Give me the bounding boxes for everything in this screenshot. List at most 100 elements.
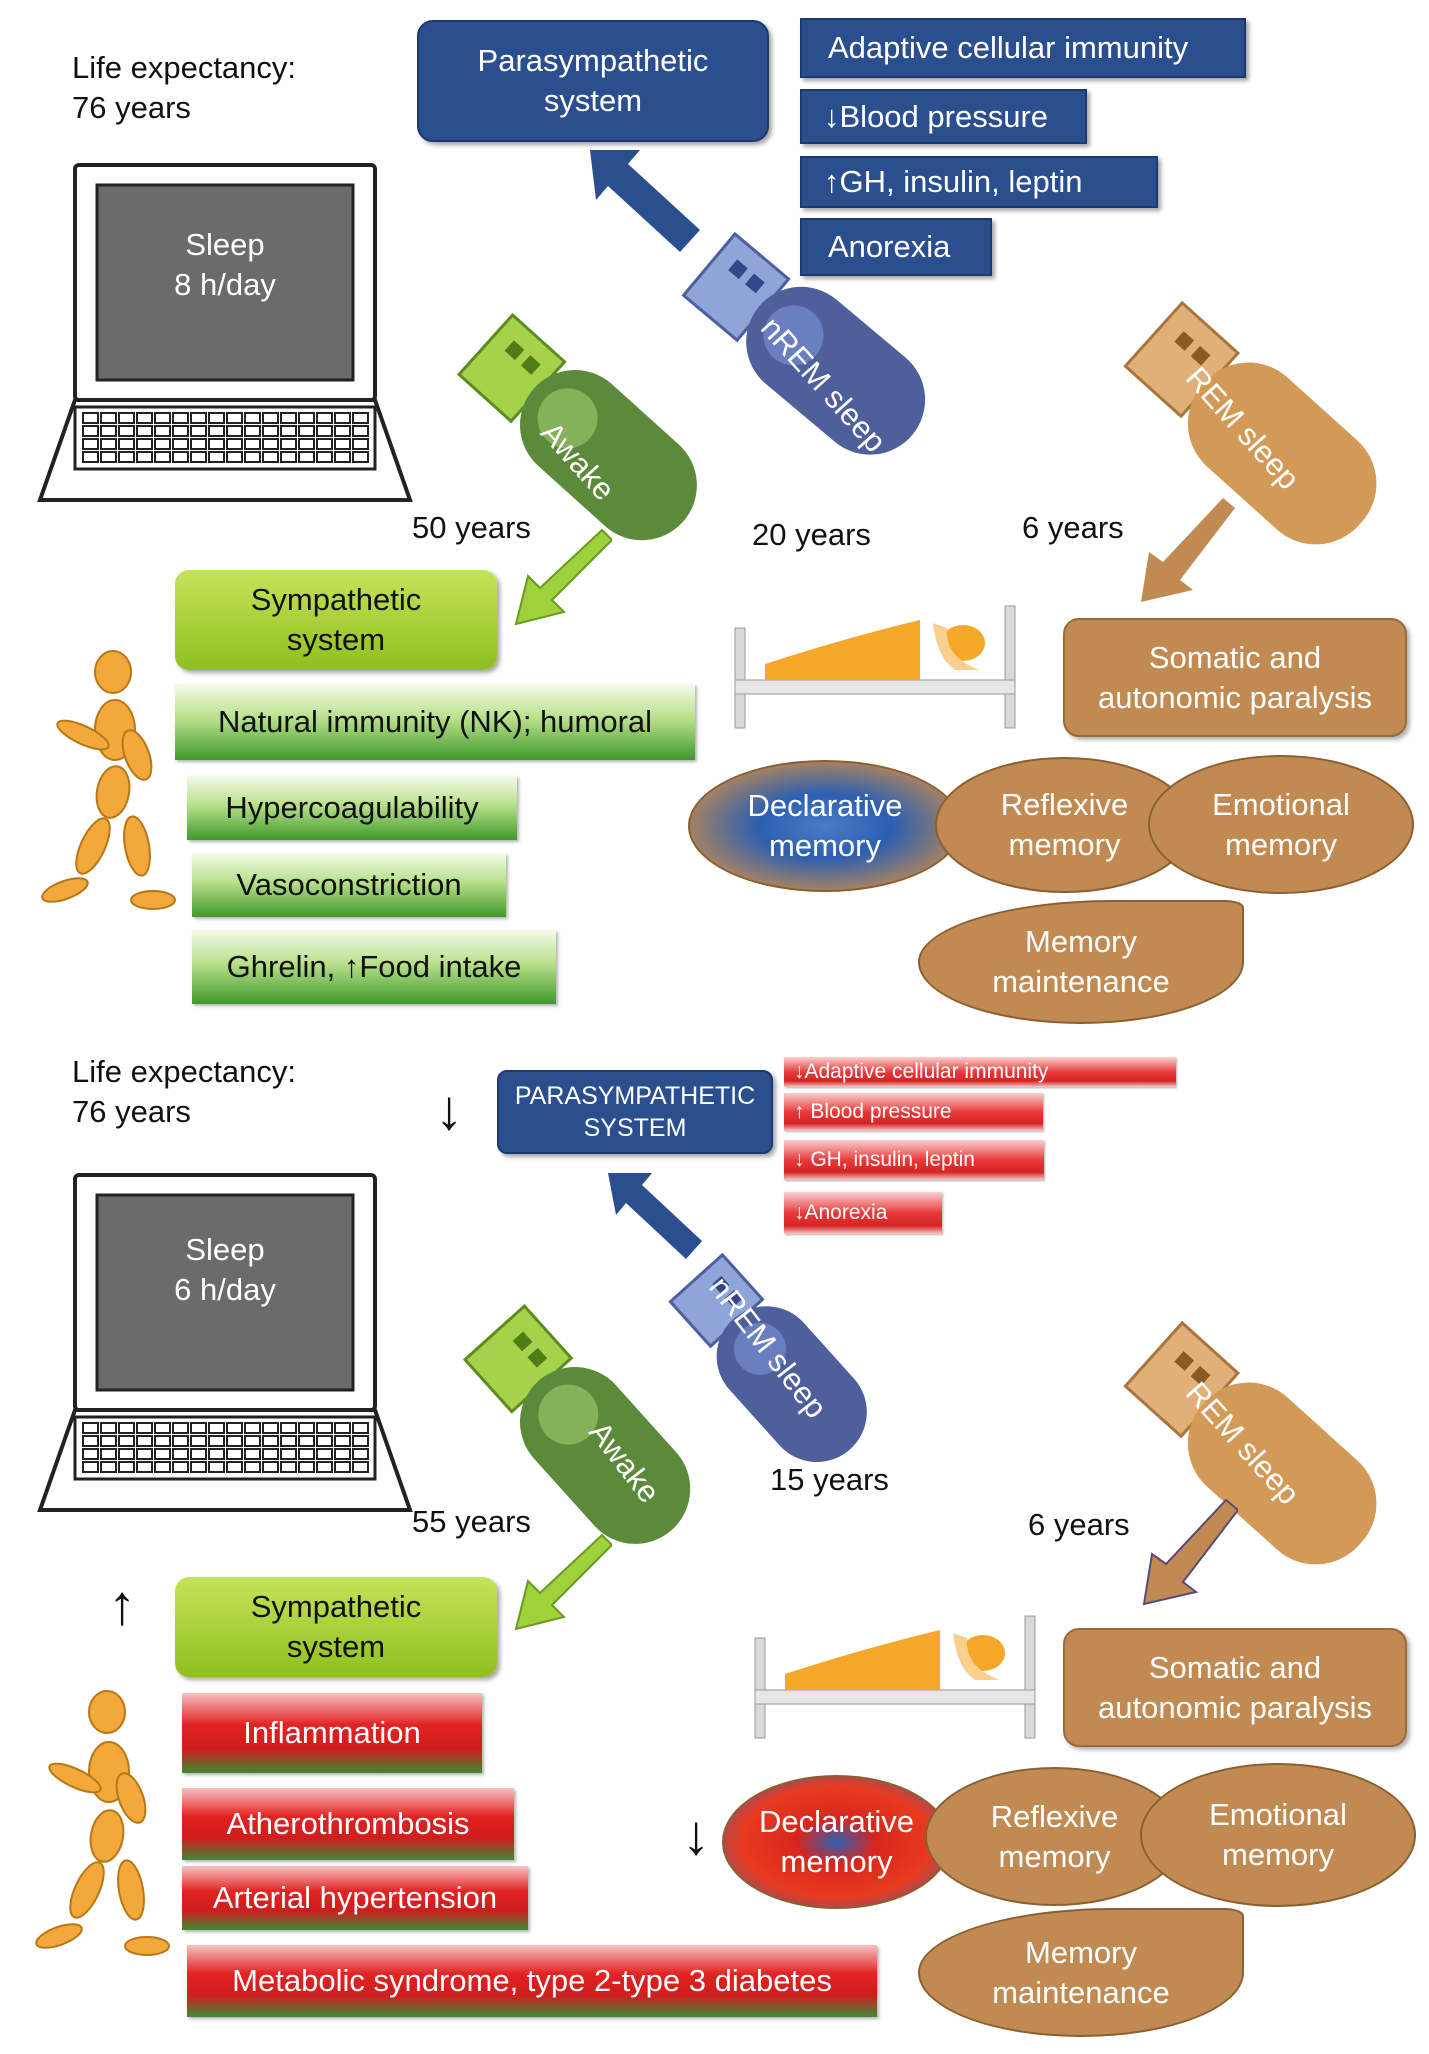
- keyboard-key: [298, 1435, 315, 1447]
- keyboard-key: [244, 1422, 261, 1434]
- maintenance-line1: Memory: [1025, 924, 1137, 959]
- bottom-reflexive-memory: Reflexive memory: [925, 1767, 1184, 1906]
- paralysis-line2: autonomic paralysis: [1098, 1689, 1372, 1725]
- keyboard-key: [100, 412, 117, 424]
- keyboard-key: [100, 451, 117, 463]
- keyboard-key: [316, 438, 333, 450]
- paralysis-line1: Somatic and: [1148, 639, 1322, 675]
- keyboard-key: [316, 412, 333, 424]
- keyboard-key: [226, 1461, 243, 1473]
- bottom-memory-down-arrow: ↓: [682, 1803, 710, 1866]
- bottom-rem-usb-icon: [1123, 1320, 1377, 1565]
- bottom-emotional-memory: Emotional memory: [1140, 1763, 1416, 1907]
- keyboard-key: [262, 425, 279, 437]
- top-rem-years: 6 years: [1022, 510, 1124, 545]
- keyboard-key: [172, 1448, 189, 1460]
- top-emotional-memory: Emotional memory: [1148, 755, 1414, 894]
- top-effect-gh: ↑GH, insulin, leptin: [800, 156, 1158, 208]
- keyboard-key: [262, 1435, 279, 1447]
- emotional-line2: memory: [1225, 826, 1337, 862]
- keyboard-key: [352, 1422, 369, 1434]
- keyboard-key: [172, 1435, 189, 1447]
- keyboard-key: [262, 438, 279, 450]
- bottom-awake-arrow-icon: [514, 1533, 612, 1631]
- bottom-effect-bp: ↑ Blood pressure: [784, 1093, 1043, 1131]
- keyboard-key: [208, 1422, 225, 1434]
- keyboard-key: [208, 425, 225, 437]
- keyboard-key: [280, 1422, 297, 1434]
- bottom-effect-anorexia: ↓Anorexia: [784, 1192, 942, 1234]
- reflexive-line1: Reflexive: [1000, 787, 1129, 822]
- sleep-title: Sleep: [185, 227, 265, 262]
- keyboard-key: [82, 451, 99, 463]
- keyboard-key: [118, 438, 135, 450]
- top-rem-usb-icon: [1123, 300, 1377, 545]
- keyboard-key: [244, 425, 261, 437]
- keyboard-key: [226, 412, 243, 424]
- life-expectancy-value: 76 years: [72, 1094, 191, 1129]
- declarative-line2: memory: [769, 828, 881, 863]
- declarative-line1: Declarative: [758, 1804, 915, 1839]
- top-awake-effect-immunity: Natural immunity (NK); humoral: [175, 684, 695, 760]
- keyboard-key: [82, 425, 99, 437]
- keyboard-key: [190, 438, 207, 450]
- keyboard-key: [100, 1435, 117, 1447]
- keyboard-key: [82, 1448, 99, 1460]
- top-awake-usb-icon: [456, 312, 697, 541]
- keyboard-key: [154, 1461, 171, 1473]
- sleep-hours: 8 h/day: [174, 267, 276, 302]
- keyboard-key: [244, 412, 261, 424]
- bottom-life-expectancy: Life expectancy: 76 years: [72, 1052, 296, 1132]
- bottom-nrem-years: 15 years: [770, 1462, 889, 1497]
- keyboard-key: [208, 451, 225, 463]
- keyboard-key: [172, 1422, 189, 1434]
- bottom-awake-usb-icon: [462, 1303, 691, 1544]
- reflexive-line2: memory: [998, 1838, 1111, 1874]
- keyboard-key: [136, 1461, 153, 1473]
- keyboard-key: [136, 1435, 153, 1447]
- top-memory-maintenance: Memory maintenance: [918, 900, 1244, 1024]
- top-reflexive-memory: Reflexive memory: [935, 757, 1194, 893]
- keyboard-key: [118, 412, 135, 424]
- bottom-parasympathetic-box: PARASYMPATHETIC SYSTEM: [497, 1070, 773, 1154]
- sympathetic-line2: system: [286, 622, 386, 657]
- keyboard-key: [298, 451, 315, 463]
- keyboard-key: [226, 1435, 243, 1447]
- top-effect-immunity: Adaptive cellular immunity: [800, 18, 1246, 78]
- emotional-line1: Emotional: [1209, 1797, 1347, 1832]
- top-effect-anorexia: Anorexia: [800, 218, 992, 276]
- keyboard-key: [82, 1422, 99, 1434]
- keyboard-key: [136, 438, 153, 450]
- keyboard-key: [280, 451, 297, 463]
- keyboard-key: [226, 1422, 243, 1434]
- life-expectancy-value: 76 years: [72, 90, 191, 125]
- keyboard-key: [298, 412, 315, 424]
- keyboard-key: [136, 1448, 153, 1460]
- keyboard-key: [154, 1435, 171, 1447]
- keyboard-key: [208, 412, 225, 424]
- keyboard-key: [172, 1461, 189, 1473]
- keyboard-key: [118, 1435, 135, 1447]
- top-awake-arrow-icon: [514, 528, 612, 626]
- keyboard-key: [280, 412, 297, 424]
- bottom-effect-gh: ↓ GH, insulin, leptin: [784, 1140, 1044, 1180]
- top-awake-effect-ghrelin: Ghrelin, ↑Food intake: [192, 930, 556, 1004]
- reflexive-line1: Reflexive: [990, 1798, 1119, 1834]
- keyboard-key: [316, 451, 333, 463]
- bottom-memory-maintenance: Memory maintenance: [918, 1908, 1244, 2037]
- keyboard-key: [190, 1422, 207, 1434]
- bottom-laptop-icon: [37, 1173, 413, 1512]
- keyboard-key: [262, 1422, 279, 1434]
- parasympathetic-line2: system: [543, 83, 643, 118]
- keyboard-key: [118, 1461, 135, 1473]
- maintenance-line2: maintenance: [992, 1974, 1170, 2010]
- paralysis-line1: Somatic and: [1148, 1649, 1322, 1685]
- bottom-sympathetic-up-arrow: ↑: [108, 1573, 136, 1636]
- keyboard-key: [154, 1422, 171, 1434]
- bottom-awake-effect-hypertension: Arterial hypertension: [182, 1866, 528, 1930]
- keyboard-key: [154, 438, 171, 450]
- keyboard-key: [316, 1448, 333, 1460]
- keyboard-key: [100, 438, 117, 450]
- keyboard-key: [118, 1422, 135, 1434]
- bottom-declarative-memory: Declarative memory: [722, 1775, 951, 1909]
